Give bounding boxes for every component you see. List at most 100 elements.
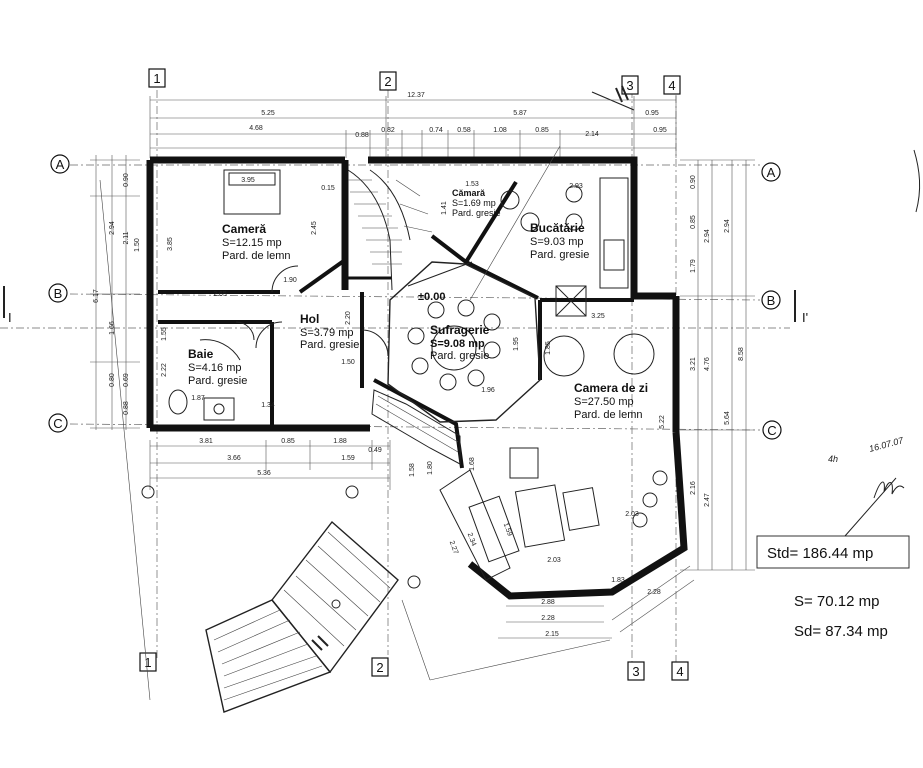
exterior-walls [146, 156, 688, 600]
room-label-baie: Baie S=4.16 mp Pard. gresie [188, 347, 247, 387]
svg-text:Pard. gresie: Pard. gresie [452, 208, 501, 218]
svg-text:Pard. gresie: Pard. gresie [430, 350, 489, 362]
axis-bubble-col-2-top: 2 [379, 71, 397, 91]
svg-text:Cămară: Cămară [452, 188, 486, 198]
svg-text:1.80: 1.80 [427, 461, 434, 475]
axis-bubble-row-c-left: C [48, 413, 68, 433]
dim-bay-9: 2.34 [466, 532, 477, 547]
dining-level-line [407, 261, 473, 287]
dim-bay-8: 2.47 [704, 493, 711, 507]
svg-text:2.93: 2.93 [569, 183, 583, 190]
svg-text:2.20: 2.20 [345, 311, 352, 325]
svg-text:3.21: 3.21 [690, 357, 697, 371]
svg-text:5.64: 5.64 [724, 411, 731, 425]
svg-text:1.96: 1.96 [481, 387, 495, 394]
axis-bubble-row-b-left: B [48, 283, 68, 303]
svg-text:S=27.50 mp: S=27.50 mp [574, 396, 634, 408]
interior-dimension-texts: 3.95 0.15 2.45 3.85 2.65 1.34 1.87 1.55 … [161, 177, 605, 477]
kitchen-fixtures [500, 177, 629, 317]
room-label-bucatarie: Bucătărie S=9.03 mp Pard. gresie [530, 221, 589, 261]
axis-bubble-col-4-bottom: 4 [671, 661, 689, 681]
dim-bay-1: 2.03 [547, 557, 561, 564]
dim-bay-10: 2.27 [448, 540, 459, 555]
room-label-camera-de-zi: Camera de zi S=27.50 mp Pard. de lemn [574, 381, 648, 421]
axis-bubble-row-b-right: B [761, 290, 781, 310]
svg-text:1: 1 [144, 655, 151, 670]
svg-text:C: C [767, 423, 776, 438]
dim-bay-11: 1.59 [502, 522, 513, 537]
dim-bottom-7: 5.36 [257, 470, 271, 477]
svg-text:3.25: 3.25 [591, 313, 605, 320]
total-area-s: S= 70.12 mp [794, 593, 879, 610]
left-dimension-lines [90, 155, 140, 430]
bed [223, 169, 281, 215]
dim-top2-6: 1.08 [493, 127, 507, 134]
svg-text:1: 1 [153, 71, 160, 86]
svg-text:Camera de zi: Camera de zi [574, 381, 648, 395]
dim-bottom-1: 3.81 [199, 438, 213, 445]
svg-text:2.45: 2.45 [311, 221, 318, 235]
svg-text:1.50: 1.50 [341, 359, 355, 366]
svg-text:A: A [56, 157, 65, 172]
handwritten-date: 16.07.07 [868, 435, 905, 454]
living-room-furniture [439, 333, 668, 581]
dim-top-3: 0.95 [645, 110, 659, 117]
svg-text:0.15: 0.15 [321, 185, 335, 192]
svg-text:B: B [767, 293, 776, 308]
svg-text:Baie: Baie [188, 347, 214, 361]
svg-text:B: B [54, 286, 63, 301]
svg-text:S=9.03 mp: S=9.03 mp [530, 236, 584, 248]
dim-bay-4: 2.15 [545, 631, 559, 638]
axis-bubble-col-2-bottom: 2 [371, 657, 389, 677]
svg-text:1.34: 1.34 [261, 402, 275, 409]
dim-bay-3: 2.28 [541, 615, 555, 622]
room-label-camara: Cămară S=1.69 mp Pard. gresie [452, 188, 501, 218]
dim-top2-5: 0.58 [457, 127, 471, 134]
right-dimension-lines [680, 159, 755, 571]
svg-text:4: 4 [676, 664, 683, 679]
dim-top2-1: 4.68 [249, 125, 263, 132]
svg-text:2.11: 2.11 [123, 231, 130, 244]
section-mark-right: I' [794, 290, 808, 325]
dim-top2-9: 0.95 [653, 127, 667, 134]
dim-top2-2: 0.88 [355, 132, 369, 139]
axis-bubble-col-1-top: 1 [148, 68, 166, 88]
svg-text:2: 2 [376, 660, 383, 675]
signature-mark [873, 481, 905, 499]
svg-text:C: C [53, 416, 62, 431]
dim-bay-7: 2.16 [690, 481, 697, 495]
dim-bottom-5: 3.66 [227, 455, 241, 462]
dim-top-total: 12.37 [407, 92, 425, 99]
svg-text:1.58: 1.58 [409, 463, 416, 477]
svg-text:8.58: 8.58 [738, 347, 745, 361]
svg-text:Bucătărie: Bucătărie [530, 221, 585, 235]
level-mark: ±0.00 [418, 291, 445, 303]
svg-text:0.88: 0.88 [123, 401, 130, 415]
svg-text:6.17: 6.17 [93, 289, 100, 303]
right-dimension-texts: 0.90 0.85 2.94 2.94 8.58 1.79 3.21 5.64 … [659, 175, 745, 429]
svg-text:1.95: 1.95 [513, 337, 520, 351]
dining-octagon [387, 261, 541, 423]
axis-bubble-col-4-top: 4 [663, 75, 681, 95]
svg-text:0.80: 0.80 [109, 373, 116, 387]
dim-top-1: 5.25 [261, 110, 275, 117]
section-mark-top [591, 85, 635, 111]
svg-text:1.55: 1.55 [161, 327, 168, 341]
total-area-box: Std= 186.44 mp [756, 535, 910, 569]
interior-walls [158, 180, 634, 469]
interior-staircase [347, 169, 433, 291]
total-area-std: Std= 186.44 mp [767, 545, 873, 562]
dim-top2-3: 0.82 [381, 127, 395, 134]
room-label-hol: Hol S=3.79 mp Pard. gresie [300, 312, 359, 351]
top-dimension-lines [149, 96, 677, 158]
left-dimension-texts: 0.90 2.94 2.11 1.50 6.17 1.66 0.69 0.80 … [93, 173, 141, 415]
door-swings [235, 265, 389, 357]
svg-text:S=12.15 mp: S=12.15 mp [222, 237, 282, 249]
svg-text:A: A [767, 165, 776, 180]
svg-text:Sufragerie: Sufragerie [430, 323, 490, 337]
svg-text:Pard. gresie: Pard. gresie [530, 249, 589, 261]
dim-bottom-2: 0.85 [281, 438, 295, 445]
svg-text:I': I' [802, 310, 808, 325]
site-lines [99, 145, 611, 701]
